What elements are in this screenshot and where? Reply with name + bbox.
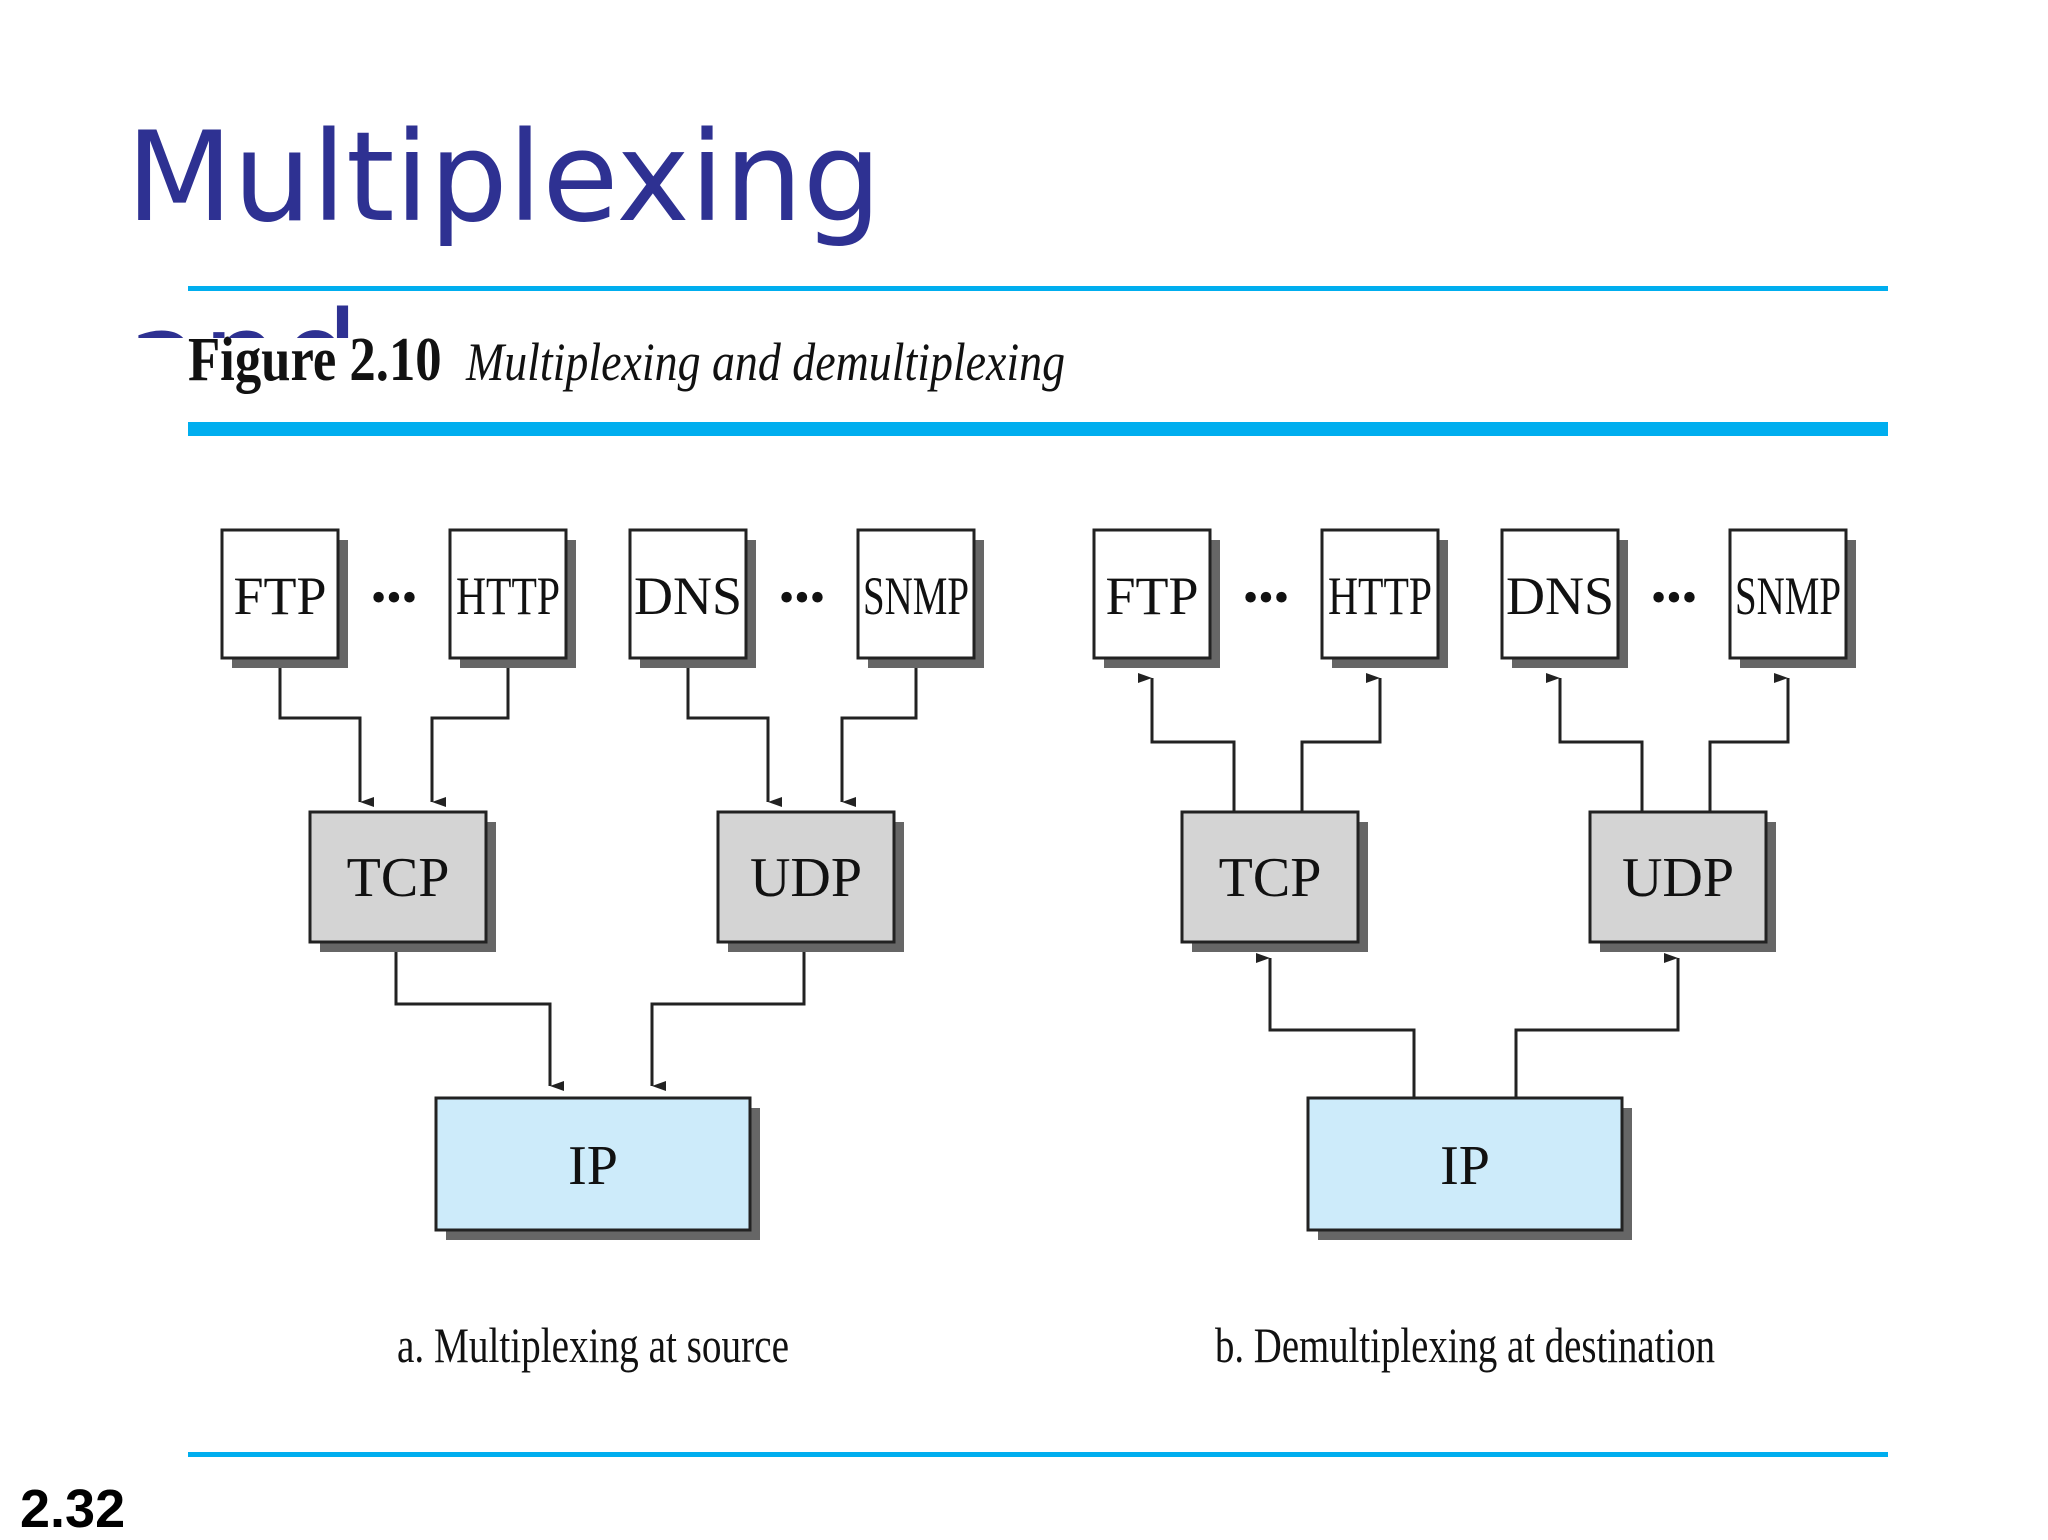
panel-a-app-snmp: SNMP [856, 528, 984, 668]
panel-b-tcp: TCP [1180, 810, 1368, 952]
tcp-box [1180, 810, 1360, 944]
udp-to-ip-arrow [650, 944, 806, 1091]
http-to-tcp-arrow [430, 666, 510, 807]
tcp-to-ftp-arrow [1138, 673, 1236, 812]
ftp-label: FTP [233, 566, 326, 626]
panel-b-connectors [1138, 673, 1790, 1098]
ip-to-udp-arrow [1514, 953, 1680, 1098]
app-ellipsis: ••• [371, 573, 417, 622]
panel-b-app-http: HTTP [1320, 528, 1448, 668]
ip-label: IP [568, 1135, 618, 1197]
ftp-to-tcp-arrow [278, 666, 374, 807]
app-ellipsis: ••• [779, 573, 825, 622]
header-rule [188, 422, 1888, 436]
panel-b-app-dns: DNS [1500, 528, 1628, 668]
panel-demultiplexing: FTP ••• HTTP DNS ••• SNMP T [1092, 528, 1856, 1373]
panel-b-udp: UDP [1588, 810, 1776, 952]
tcp-to-ip-arrow [394, 944, 564, 1091]
tcp-box [308, 810, 488, 944]
panel-b-ip: IP [1306, 1096, 1632, 1240]
snmp-to-udp-arrow [840, 666, 918, 807]
udp-to-dns-arrow [1546, 673, 1644, 812]
ip-label: IP [1440, 1135, 1490, 1197]
udp-label: UDP [750, 847, 862, 909]
dns-box [628, 528, 748, 660]
udp-to-snmp-arrow [1708, 673, 1790, 812]
tcp-label: TCP [347, 847, 450, 909]
http-box [1320, 528, 1440, 660]
panel-a-app-dns: DNS [628, 528, 756, 668]
panel-b-app-ftp: FTP [1092, 528, 1220, 668]
tcp-to-http-arrow [1300, 673, 1382, 812]
figure-label: Figure 2.10 [188, 326, 442, 394]
http-label: HTTP [1328, 566, 1432, 626]
app-ellipsis: ••• [1243, 573, 1289, 622]
slide-title: Multiplexing and Demultiplexing [126, 106, 882, 338]
ip-box [1306, 1096, 1624, 1232]
panel-b-app-snmp: SNMP [1728, 528, 1856, 668]
ftp-label: FTP [1105, 566, 1198, 626]
slide-number: 2.32 [20, 1479, 126, 1539]
ip-box [434, 1096, 752, 1232]
snmp-box [856, 528, 976, 660]
bottom-rule [188, 1452, 1888, 1457]
panel-a-tcp: TCP [308, 810, 496, 952]
panel-multiplexing: FTP ••• HTTP DNS ••• SNMP [220, 528, 984, 1373]
panel-b-caption: b. Demultiplexing at destination [1215, 1317, 1715, 1373]
panel-a-udp: UDP [716, 810, 904, 952]
udp-box [1588, 810, 1768, 944]
dns-label: DNS [1506, 566, 1614, 626]
dns-to-udp-arrow [686, 666, 782, 807]
panel-a-caption: a. Multiplexing at source [397, 1317, 789, 1373]
dns-box [1500, 528, 1620, 660]
panel-a-ip: IP [434, 1096, 760, 1240]
top-rule [188, 286, 1888, 291]
http-box [448, 528, 568, 660]
http-label: HTTP [456, 566, 560, 626]
app-ellipsis: ••• [1651, 573, 1697, 622]
tcp-label: TCP [1219, 847, 1322, 909]
panel-a-connectors [278, 666, 918, 1091]
ip-to-tcp-arrow [1256, 953, 1416, 1098]
ftp-box [1092, 528, 1212, 660]
panel-a-app-ftp: FTP [220, 528, 348, 668]
ftp-box [220, 528, 340, 660]
figure-caption: Multiplexing and demultiplexing [465, 332, 1065, 392]
udp-label: UDP [1622, 847, 1734, 909]
udp-box [716, 810, 896, 944]
dns-label: DNS [634, 566, 742, 626]
panel-a-app-http: HTTP [448, 528, 576, 668]
snmp-label: SNMP [1735, 566, 1841, 626]
snmp-label: SNMP [863, 566, 969, 626]
snmp-box [1728, 528, 1848, 660]
